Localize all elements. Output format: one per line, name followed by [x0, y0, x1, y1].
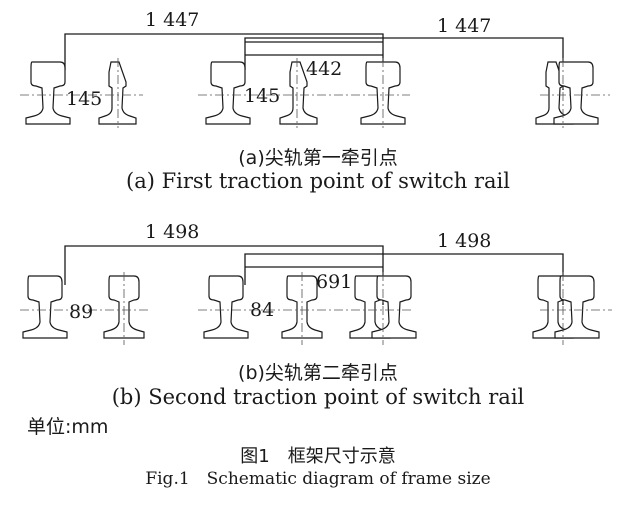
dim-label-b-inner-left: 89 [69, 301, 93, 323]
dim-label-b-total-right: 1 498 [437, 230, 491, 252]
dim-label-a-inner-mid: 145 [244, 85, 280, 107]
switch-rail-a1 [98, 61, 137, 125]
stock-rail-b1 [22, 275, 68, 339]
dim-label-b-inner-mid: 84 [250, 299, 274, 321]
caption-a-cn: (a)尖轨第一牵引点 [238, 147, 398, 169]
stock-rail-a1 [25, 61, 71, 125]
dim-label-a-total-right: 1 447 [437, 15, 491, 37]
unit-label: 单位:mm [27, 416, 109, 438]
dim-label-a-total-left: 1 447 [145, 9, 199, 31]
panel-a: 1 447 1 447 145 145 442 [20, 9, 610, 128]
dim-label-a-inner-left: 145 [66, 88, 102, 110]
caption-b-en: (b) Second traction point of switch rail [111, 385, 525, 409]
stock-rail-b2 [203, 275, 249, 339]
caption-b-cn: (b)尖轨第二牵引点 [238, 362, 398, 384]
dim-label-b-total-left: 1 498 [145, 221, 199, 243]
figure-title-en: Fig.1 Schematic diagram of frame size [145, 469, 491, 489]
panel-b: 1 498 1 498 89 84 691 [20, 221, 612, 345]
caption-a-en: (a) First traction point of switch rail [126, 169, 510, 193]
dim-label-b-offset: 691 [316, 271, 352, 293]
dim-label-a-offset: 442 [306, 58, 342, 80]
figure-title-cn: 图1 框架尺寸示意 [240, 446, 396, 467]
